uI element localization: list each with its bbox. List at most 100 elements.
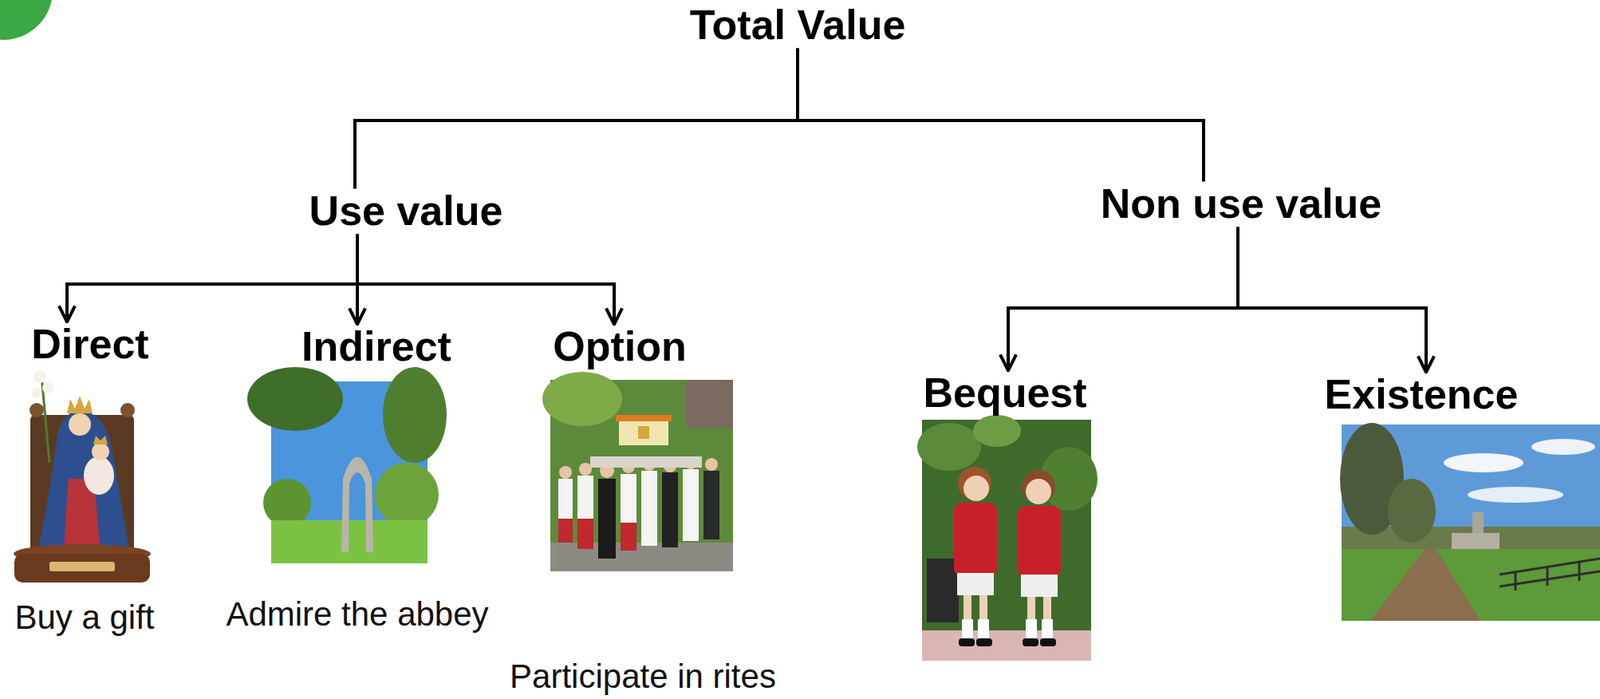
caption-text: Admire the abbey — [225, 595, 489, 633]
children-picture-part — [922, 630, 1092, 661]
abbey-picture-part — [382, 366, 447, 463]
category-label: Option — [552, 323, 687, 370]
statue-picture-part — [93, 435, 108, 445]
children-picture-part — [973, 414, 1021, 447]
tree-connector — [797, 48, 1204, 182]
caption-text: Participate in rites — [509, 658, 777, 695]
procession-picture-part — [590, 456, 702, 468]
children-picture-part — [953, 502, 998, 576]
procession-picture-part — [685, 379, 734, 428]
landscape-picture-part — [1451, 532, 1500, 549]
landscape-picture-part — [1467, 486, 1564, 503]
statue-picture-part — [14, 553, 150, 583]
category-label: Indirect — [301, 323, 452, 370]
statue-picture-part — [29, 402, 44, 418]
procession-picture-part — [641, 470, 658, 546]
procession-picture-part — [558, 478, 573, 543]
children-picture-part — [917, 422, 982, 471]
children-picture-part — [1021, 469, 1056, 504]
category-label: Direct — [31, 321, 149, 367]
children-picture-part — [1041, 618, 1053, 639]
statue-picture-part — [42, 382, 54, 394]
landscape-picture-part — [1546, 566, 1549, 586]
value-category: Indirect — [298, 323, 455, 370]
tree-connector — [1008, 227, 1238, 371]
value-category: Option — [549, 323, 690, 370]
procession-picture-part — [662, 472, 678, 548]
abbey-picture-part — [341, 457, 374, 553]
procession-picture-part — [620, 522, 637, 551]
abbey-picture-part — [247, 366, 343, 431]
tree-connector — [354, 48, 798, 190]
children-picture-part — [963, 475, 990, 501]
procession-picture-part — [598, 478, 616, 559]
corner-badge — [0, 0, 53, 40]
children-picture-part — [958, 638, 975, 647]
statue-picture-part — [91, 442, 110, 461]
children-picture-part — [957, 572, 994, 596]
procession-picture-part — [559, 465, 572, 479]
children-picture-part — [957, 466, 992, 501]
abbey-picture-part — [263, 478, 312, 527]
category-label: Total Value — [689, 2, 907, 48]
category-label: Existence — [1324, 371, 1519, 418]
statue-picture-part — [49, 561, 115, 572]
children-picture — [917, 414, 1098, 661]
procession-picture-part — [620, 473, 637, 551]
landscape-picture-part — [1531, 438, 1596, 455]
tree-connector — [357, 234, 615, 325]
statue-picture-part — [120, 402, 135, 418]
category-label: Non use value — [1100, 181, 1383, 227]
procession-picture-part — [577, 475, 594, 549]
procession-picture-part — [703, 470, 720, 540]
procession-picture-part — [579, 462, 592, 476]
landscape-picture-part — [1578, 561, 1581, 581]
procession-picture-part — [615, 414, 672, 422]
statue-picture-part — [68, 413, 91, 436]
children-picture-part — [1022, 638, 1039, 647]
value-category: Use value — [306, 188, 507, 234]
procession-picture-part — [682, 468, 699, 541]
children-picture-part — [976, 638, 993, 647]
corner-badge-part — [0, 0, 53, 40]
value-category: Existence — [1321, 371, 1522, 418]
landscape-picture-part — [1387, 478, 1436, 543]
procession-picture-part — [618, 421, 669, 446]
abbey-picture — [247, 366, 447, 564]
statue-picture-part — [31, 387, 42, 398]
statue-picture-part — [83, 456, 115, 495]
abbey-picture-part — [271, 520, 428, 564]
landscape-picture-part — [1514, 571, 1518, 591]
value-category: Direct — [27, 321, 152, 367]
value-category: Total Value — [686, 2, 910, 48]
procession-picture-part — [558, 518, 573, 543]
procession-picture-part — [577, 518, 594, 549]
children-picture-part — [1025, 478, 1052, 505]
children-picture-part — [977, 618, 990, 639]
value-category: Non use value — [1097, 181, 1386, 227]
caption-text: Buy a gift — [14, 599, 154, 636]
procession-picture — [542, 371, 734, 572]
category-label: Bequest — [922, 370, 1087, 416]
landscape-picture-part — [1370, 548, 1481, 621]
category-label: Use value — [309, 188, 504, 234]
value-category: Bequest — [919, 370, 1090, 416]
statue-picture-part — [66, 395, 93, 414]
children-picture-part — [1025, 618, 1037, 639]
children-picture-part — [1020, 574, 1058, 597]
procession-picture-part — [638, 425, 650, 439]
abbey-picture-part — [374, 462, 439, 527]
procession-picture-part — [542, 371, 623, 426]
tree-connector — [66, 234, 358, 323]
children-picture-part — [1040, 638, 1057, 647]
children-picture-part — [961, 618, 974, 639]
statue-picture-part — [38, 408, 130, 551]
statue-picture-part — [33, 370, 47, 383]
statue-picture — [13, 370, 151, 583]
children-picture-part — [1017, 505, 1061, 578]
procession-picture-part — [705, 457, 718, 471]
landscape-picture-part — [1443, 453, 1524, 473]
